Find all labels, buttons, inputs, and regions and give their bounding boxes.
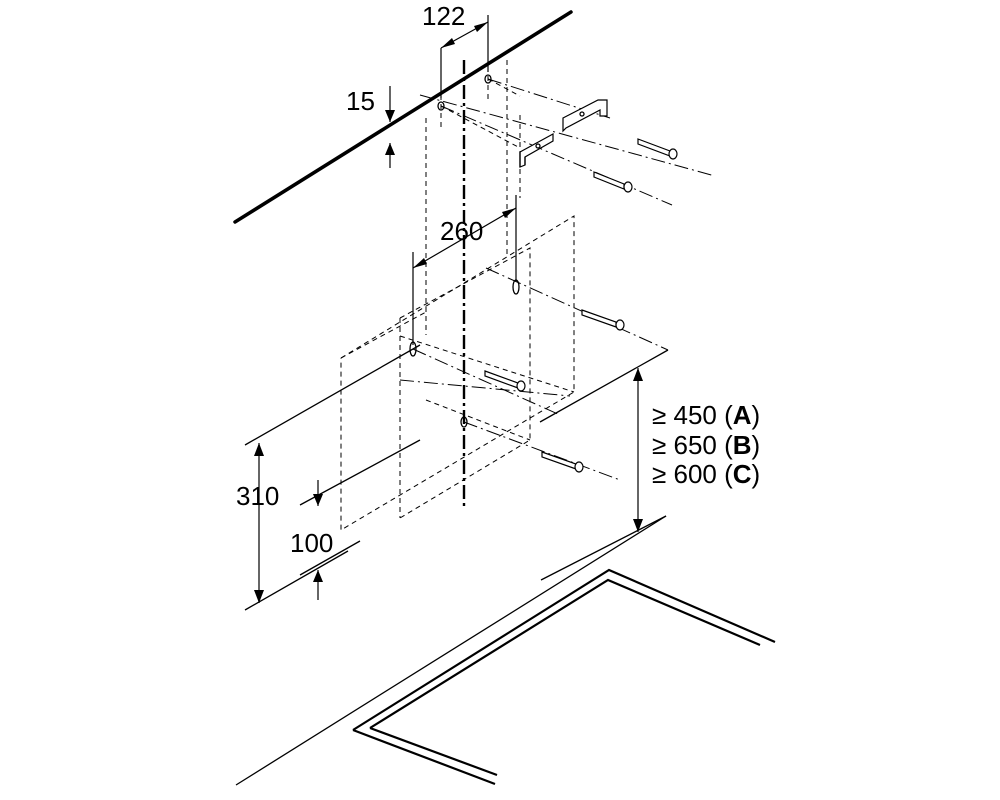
clearance-a: ≥ 450 (A) [652, 400, 760, 430]
hood-outline [340, 215, 575, 531]
clearance-dimension [539, 349, 669, 581]
dimension-310-label: 310 [236, 481, 279, 511]
wall-bracket-right [562, 99, 608, 133]
worktop-edge [235, 515, 667, 786]
dimension-260: 260 [412, 195, 517, 345]
clearance-labels: ≥ 450 (A) ≥ 650 (B) ≥ 600 (C) [652, 400, 760, 489]
dimension-310: 310 [236, 443, 279, 603]
clearance-b: ≥ 650 (B) [652, 430, 760, 460]
hob [352, 568, 776, 786]
dimension-15-label: 15 [346, 86, 375, 116]
wall-bracket-left [519, 132, 554, 168]
dimension-260-label: 260 [440, 216, 483, 246]
ceiling-line [233, 10, 573, 224]
dimension-122-label: 122 [422, 1, 465, 31]
lower-reference-lines [244, 344, 421, 611]
dimension-100: 100 [290, 480, 333, 600]
upper-dashed-guides [425, 40, 521, 335]
middle-chain-lines [399, 267, 669, 481]
upper-mounting-holes [437, 74, 492, 111]
dimension-122: 122 [422, 1, 489, 98]
hood-screws [484, 309, 625, 473]
dimension-15: 15 [346, 86, 395, 168]
dimension-100-label: 100 [290, 528, 333, 558]
clearance-c: ≥ 600 (C) [652, 459, 760, 489]
upper-screws [593, 138, 678, 193]
